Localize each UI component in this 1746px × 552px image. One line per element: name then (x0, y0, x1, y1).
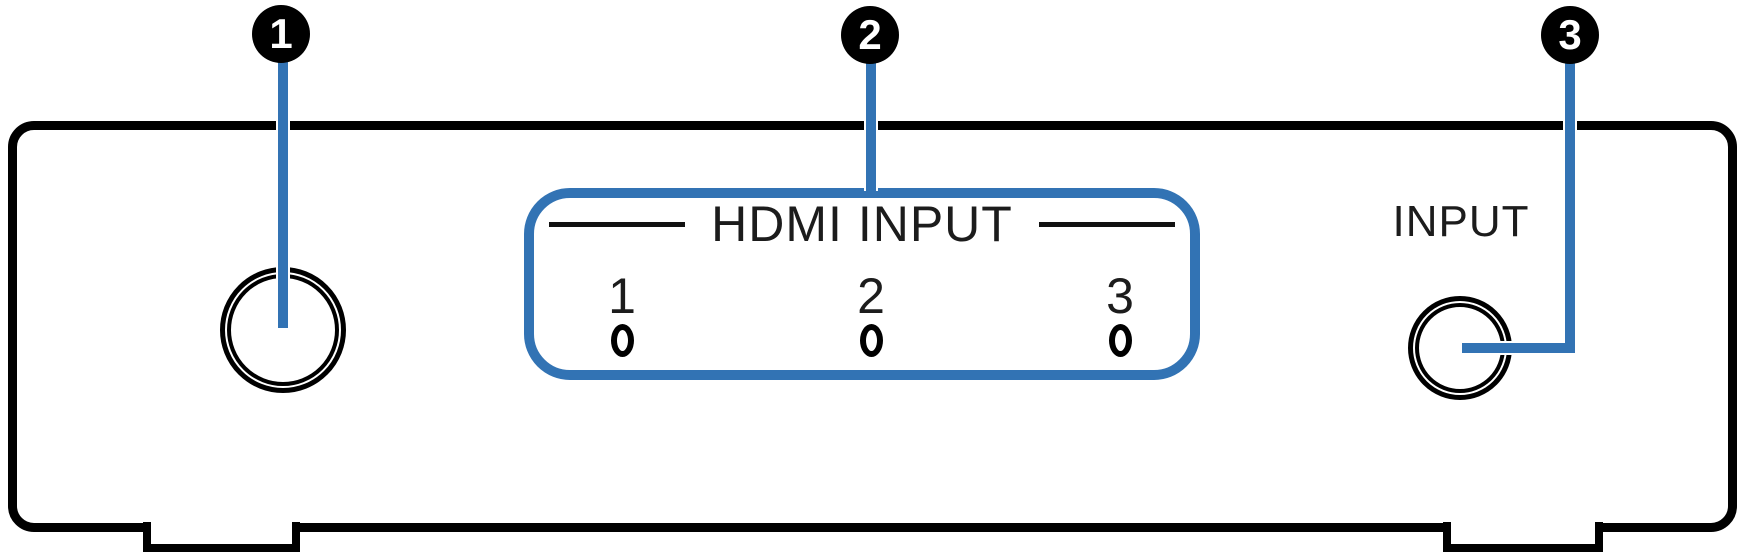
hdmi-input-title-row: HDMI INPUT (534, 196, 1190, 252)
device-foot-left (143, 522, 300, 552)
input-label: INPUT (1392, 197, 1530, 246)
power-button (220, 267, 346, 393)
callout-3-badge: 3 (1541, 6, 1599, 64)
led-indicator-icon (859, 324, 883, 357)
hdmi-indicator-2: 2 (836, 268, 906, 357)
device-foot-right (1443, 522, 1603, 552)
callout-1-number: 1 (269, 10, 293, 57)
callout-1-badge: 1 (252, 5, 310, 63)
indicator-number: 3 (1106, 268, 1134, 324)
input-button-inner-ring (1415, 303, 1505, 393)
hdmi-input-title: HDMI INPUT (711, 196, 1013, 252)
divider-dash-left (549, 221, 686, 227)
indicator-number: 2 (857, 268, 885, 324)
callout-2-badge: 2 (841, 6, 899, 64)
divider-dash-right (1038, 221, 1175, 227)
led-indicator-icon (610, 324, 634, 357)
callout-3-number: 3 (1558, 11, 1582, 58)
hdmi-indicator-1: 1 (587, 268, 657, 357)
input-button (1408, 296, 1512, 400)
led-indicator-icon (1108, 324, 1132, 357)
hdmi-input-panel-frame (524, 188, 1200, 380)
callout-2-number: 2 (858, 11, 882, 58)
indicator-number: 1 (608, 268, 636, 324)
hdmi-indicator-3: 3 (1085, 268, 1155, 357)
power-button-inner-ring (227, 274, 339, 386)
